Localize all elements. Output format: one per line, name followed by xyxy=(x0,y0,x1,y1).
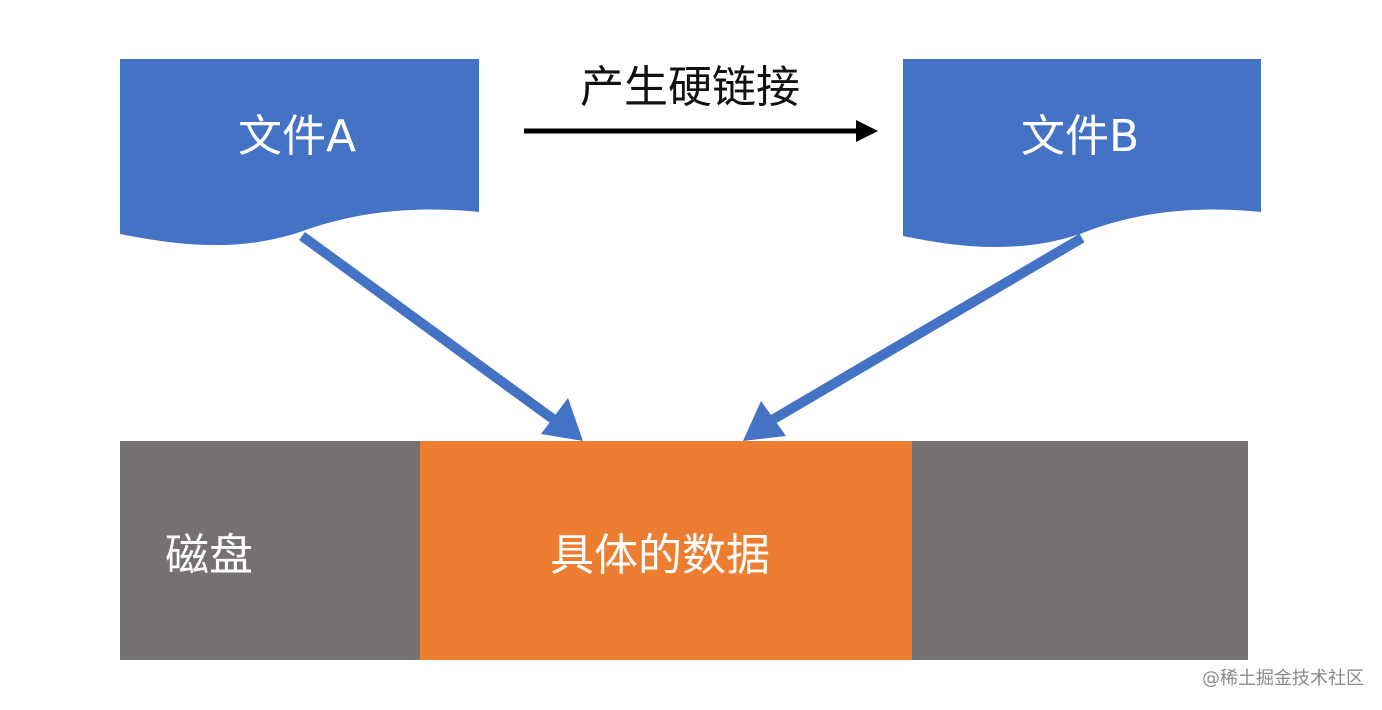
hard-link-arrow-head xyxy=(856,120,878,142)
disk-segment-right xyxy=(912,441,1248,660)
watermark-text: @稀土掘金技术社区 xyxy=(1202,668,1364,689)
file-b-document-shape xyxy=(903,59,1261,248)
file-a-document-shape xyxy=(120,59,479,246)
file-a-label: 文件A xyxy=(238,111,357,162)
data-block xyxy=(420,441,914,660)
file-b-pointer-arrow xyxy=(769,233,1085,425)
file-a-pointer-arrow xyxy=(299,231,556,424)
disk-segment-left xyxy=(120,441,422,660)
file-b-pointer-arrow-head xyxy=(743,401,786,441)
file-b-label: 文件B xyxy=(1021,111,1140,162)
file-a-pointer-arrow-head xyxy=(541,398,583,441)
data-block-label: 具体的数据 xyxy=(550,530,770,581)
disk-label: 磁盘 xyxy=(165,530,253,581)
hard-link-label: 产生硬链接 xyxy=(580,62,800,113)
